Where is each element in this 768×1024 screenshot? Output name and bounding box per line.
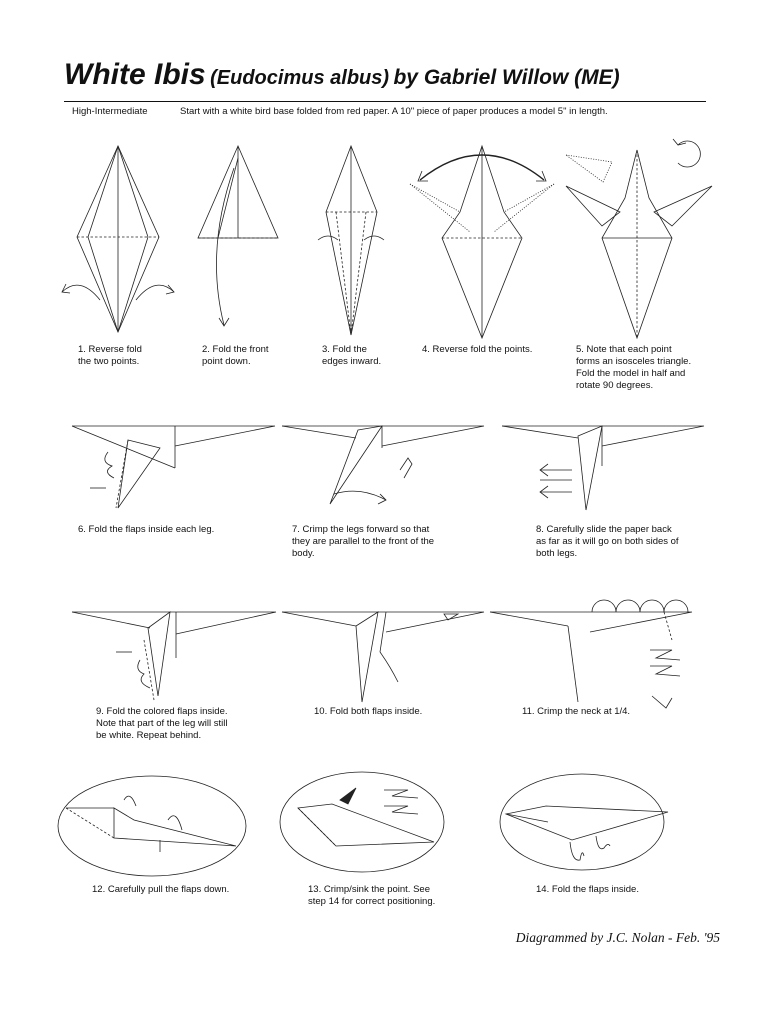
step-caption-5: 5. Note that each point forms an isoscel… bbox=[576, 344, 756, 392]
step-caption-3: 3. Fold the edges inward. bbox=[322, 344, 412, 368]
step-12-diagram bbox=[58, 776, 246, 876]
step-8-diagram bbox=[502, 426, 704, 510]
step-caption-14: 14. Fold the flaps inside. bbox=[536, 884, 696, 896]
step-caption-8: 8. Carefully slide the paper back as far… bbox=[536, 524, 726, 560]
step-caption-13: 13. Crimp/sink the point. See step 14 fo… bbox=[308, 884, 508, 908]
step-14-diagram bbox=[500, 774, 668, 870]
step-caption-11: 11. Crimp the neck at 1/4. bbox=[522, 706, 682, 718]
step-6-diagram bbox=[72, 426, 275, 508]
step-4-diagram bbox=[410, 146, 554, 338]
step-caption-6: 6. Fold the flaps inside each leg. bbox=[78, 524, 278, 536]
diagram-credit: Diagrammed by J.C. Nolan - Feb. '95 bbox=[516, 930, 720, 946]
step-caption-7: 7. Crimp the legs forward so that they a… bbox=[292, 524, 492, 560]
step-9-diagram bbox=[72, 612, 276, 700]
step-caption-12: 12. Carefully pull the flaps down. bbox=[92, 884, 282, 896]
step-caption-10: 10. Fold both flaps inside. bbox=[314, 706, 474, 718]
step-1-diagram bbox=[62, 146, 174, 332]
step-13-diagram bbox=[280, 772, 444, 872]
step-3-diagram bbox=[318, 146, 384, 335]
step-5-diagram bbox=[566, 139, 712, 338]
step-caption-4: 4. Reverse fold the points. bbox=[422, 344, 562, 356]
step-caption-1: 1. Reverse fold the two points. bbox=[78, 344, 188, 368]
step-7-diagram bbox=[282, 426, 484, 504]
step-10-diagram bbox=[282, 612, 484, 702]
step-11-diagram bbox=[490, 600, 692, 708]
step-2-diagram bbox=[198, 146, 278, 326]
step-caption-9: 9. Fold the colored flaps inside. Note t… bbox=[96, 706, 296, 742]
step-caption-2: 2. Fold the front point down. bbox=[202, 344, 302, 368]
